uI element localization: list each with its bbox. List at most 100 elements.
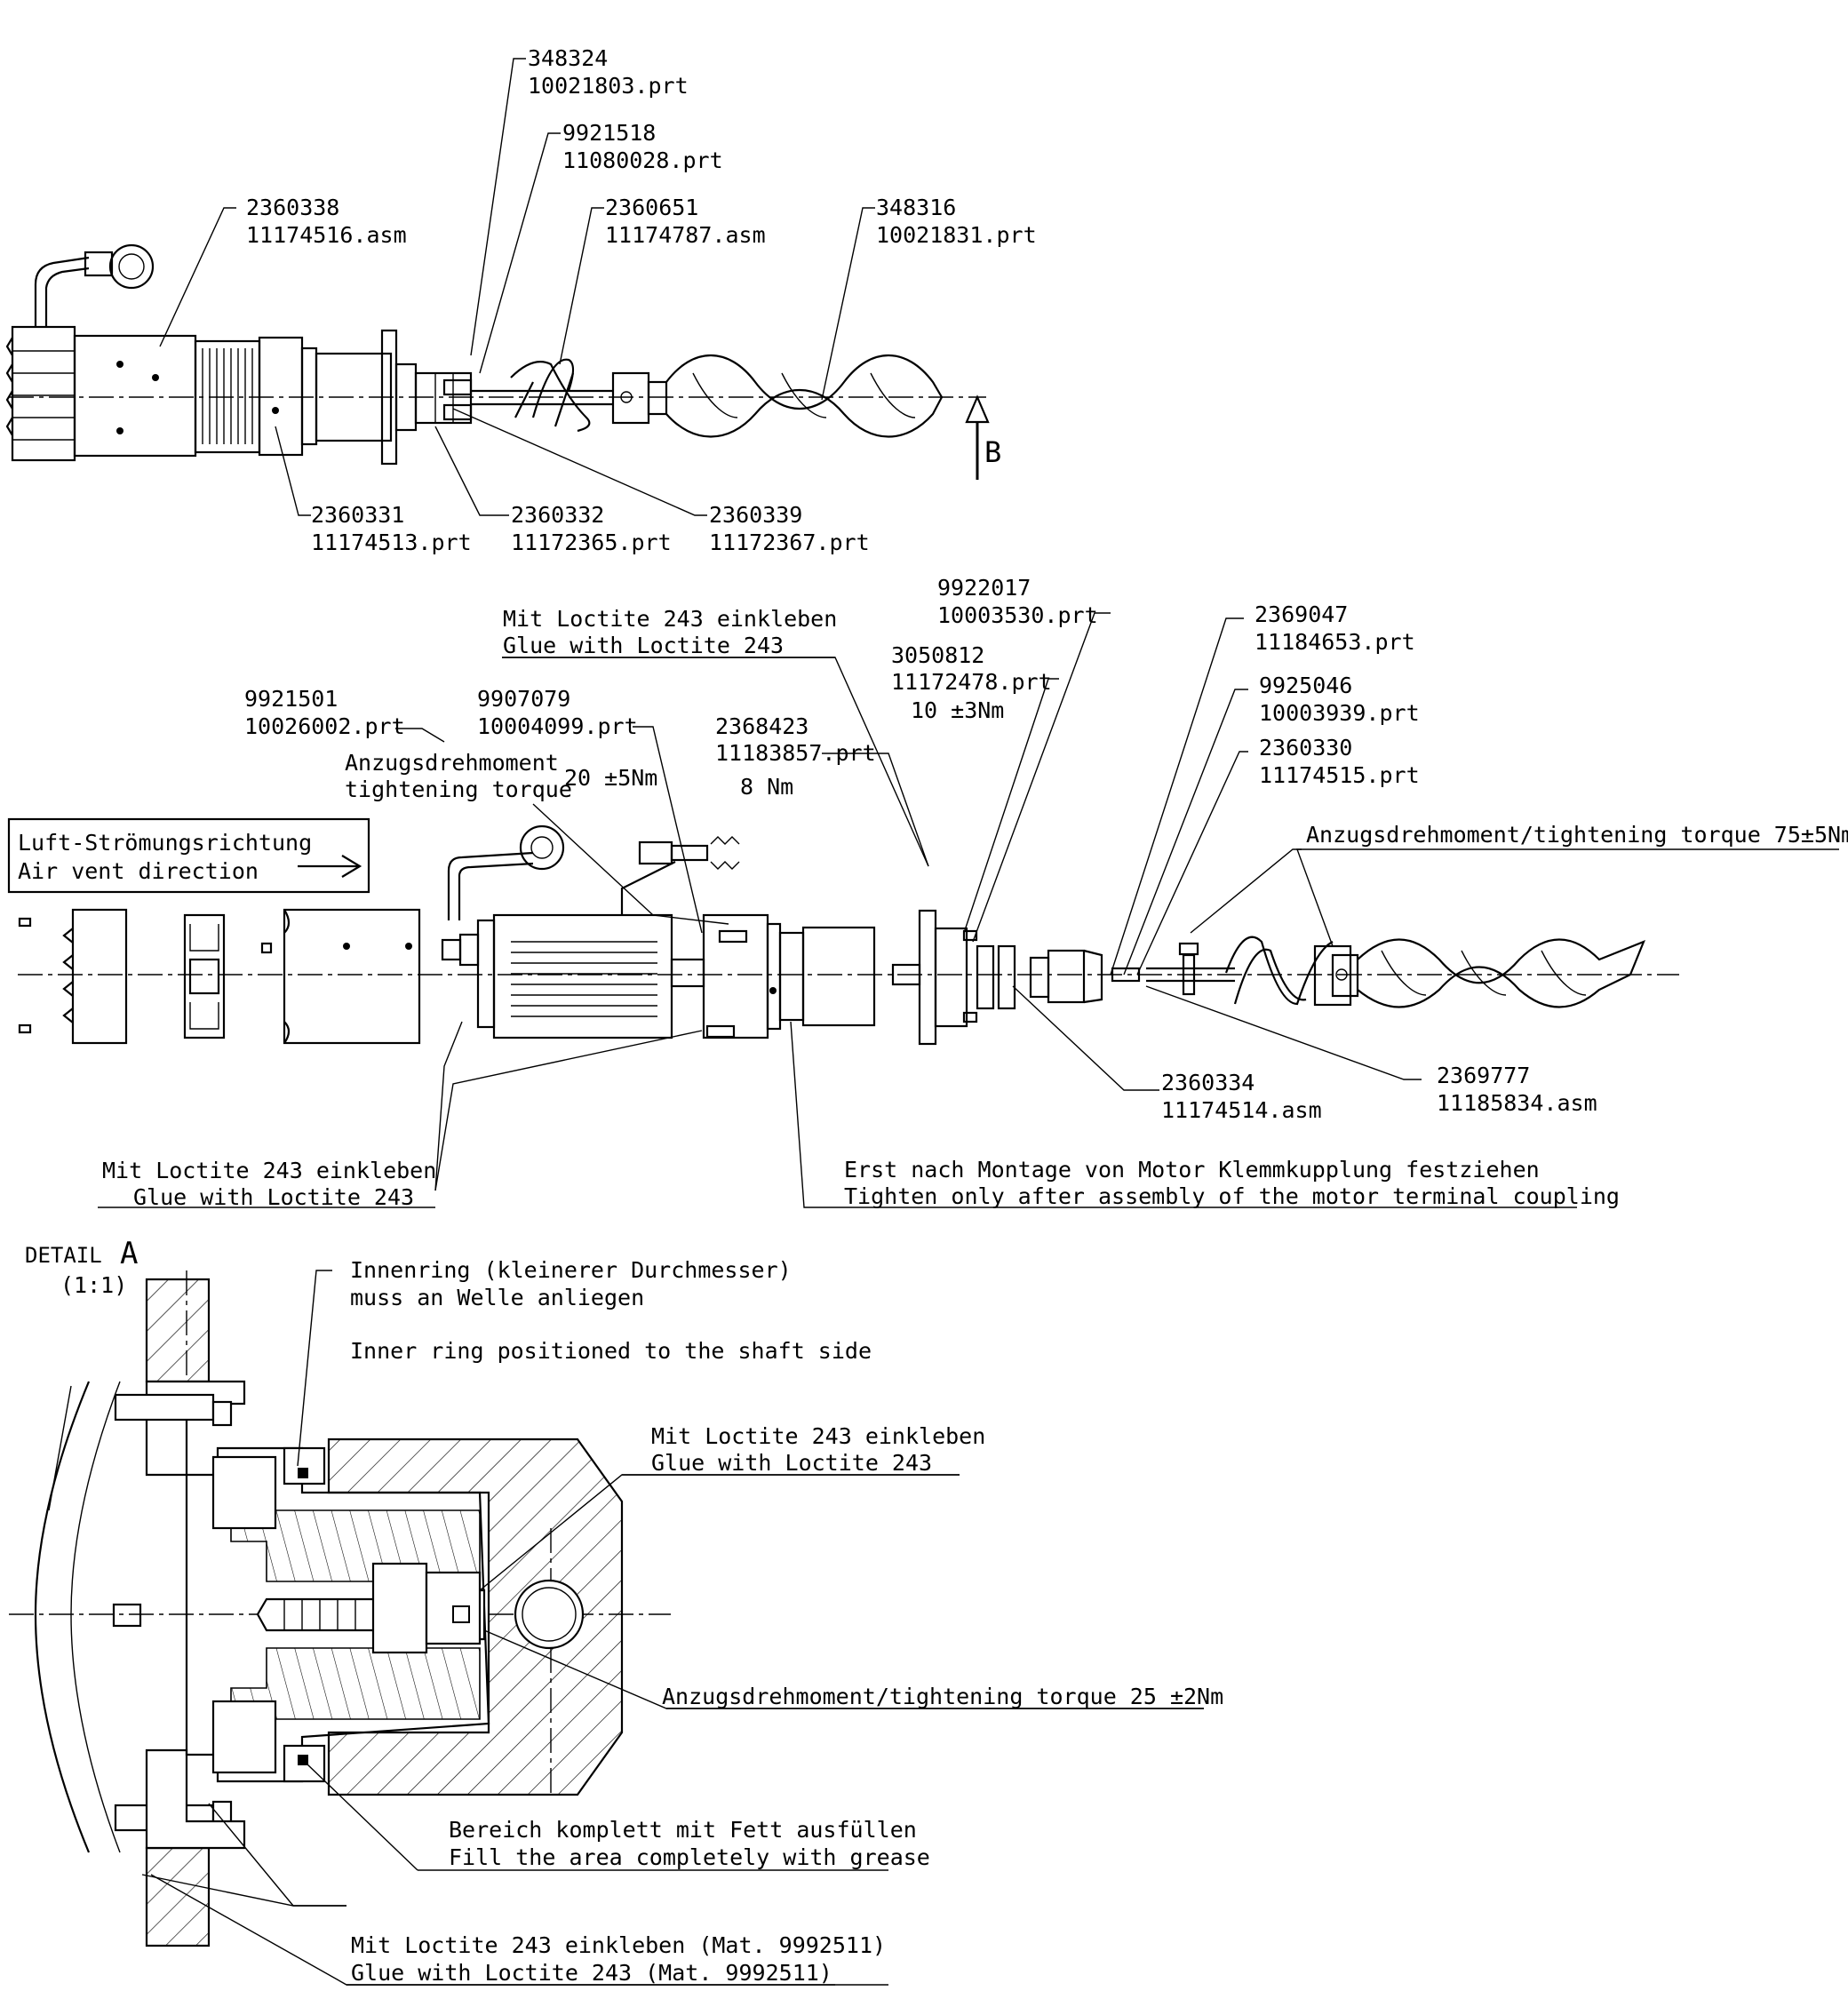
svg-text:11184653.prt: 11184653.prt: [1255, 629, 1415, 655]
svg-text:Glue with Loctite 243: Glue with Loctite 243: [651, 1450, 932, 1476]
top-label-9921518: 9921518 11080028.prt: [562, 120, 723, 173]
top-label-2360338: 2360338 11174516.asm: [246, 195, 407, 248]
top-feed-screw: [471, 358, 668, 433]
svg-text:9907079: 9907079: [477, 686, 570, 712]
svg-text:10 ±3Nm: 10 ±3Nm: [911, 697, 1004, 723]
exploded-feed-screw: [1146, 936, 1359, 1007]
label-2360334: 2360334 11174514.asm: [1161, 1070, 1322, 1123]
label-9907079: 9907079 10004099.prt: [477, 686, 638, 739]
label-2369777: 2369777 11185834.asm: [1437, 1063, 1597, 1116]
label-2368423: 2368423 11183857.prt 8 Nm: [715, 713, 876, 800]
svg-text:11174513.prt: 11174513.prt: [311, 530, 472, 555]
svg-text:348324: 348324: [528, 45, 608, 71]
top-motor: [5, 243, 418, 466]
svg-text:2360332: 2360332: [511, 502, 604, 528]
svg-text:2360338: 2360338: [246, 195, 339, 220]
svg-text:Fill the area completely with: Fill the area completely with grease: [449, 1844, 930, 1870]
detail-scale: (1:1): [60, 1272, 127, 1298]
svg-text:11172365.prt: 11172365.prt: [511, 530, 672, 555]
note-underlines: [98, 657, 1839, 1208]
svg-text:11172478.prt: 11172478.prt: [891, 669, 1052, 695]
svg-text:2360651: 2360651: [605, 195, 698, 220]
svg-text:3050812: 3050812: [891, 642, 984, 668]
svg-text:8 Nm: 8 Nm: [740, 774, 793, 800]
torque-note-25: Anzugsdrehmoment/tightening torque 25 ±2…: [662, 1684, 1223, 1709]
svg-text:2368423: 2368423: [715, 713, 808, 739]
svg-text:20 ±5Nm: 20 ±5Nm: [564, 765, 657, 791]
label-9922017: 9922017 10003530.prt: [937, 575, 1098, 628]
top-assembly-view: B 348324 10021803.prt 9921518 11080028.p…: [5, 45, 1037, 555]
exploded-mixing-helix: [1357, 938, 1645, 1008]
svg-text:11172367.prt: 11172367.prt: [709, 530, 870, 555]
label-2360330: 2360330 11174515.prt: [1259, 735, 1420, 788]
glue-note-bottom: Mit Loctite 243 einkleben Glue with Loct…: [102, 1158, 436, 1210]
detail-leaders: [48, 1270, 1204, 1986]
svg-text:10003530.prt: 10003530.prt: [937, 602, 1098, 628]
view-marker-b: B: [965, 394, 1001, 480]
svg-text:Tighten only after assembly of: Tighten only after assembly of the motor…: [844, 1183, 1620, 1209]
glue-note-top: Mit Loctite 243 einkleben Glue with Loct…: [503, 606, 837, 658]
top-coupling: [414, 371, 473, 425]
label-9925046: 9925046 10003939.prt: [1259, 673, 1420, 726]
svg-text:11174516.asm: 11174516.asm: [246, 222, 407, 248]
top-leaders: [159, 58, 875, 516]
svg-text:11174515.prt: 11174515.prt: [1259, 762, 1420, 788]
svg-text:11174514.asm: 11174514.asm: [1161, 1097, 1322, 1123]
torque-note-20: Anzugsdrehmoment tightening torque 20 ±5…: [345, 750, 657, 802]
detail-glue-note: Mit Loctite 243 einkleben Glue with Loct…: [651, 1423, 985, 1476]
svg-text:Anzugsdrehmoment: Anzugsdrehmoment: [345, 750, 559, 776]
top-label-348316: 348316 10021831.prt: [876, 195, 1037, 248]
svg-text:11183857.prt: 11183857.prt: [715, 740, 876, 766]
svg-text:9925046: 9925046: [1259, 673, 1352, 698]
svg-text:Anzugsdrehmoment/tightening to: Anzugsdrehmoment/tightening torque 75±5N…: [1306, 822, 1848, 848]
svg-text:Innenring (kleinerer Durchmess: Innenring (kleinerer Durchmesser): [350, 1257, 792, 1283]
detail-title: DETAIL: [25, 1243, 102, 1268]
air-direction-de: Luft-Strömungsrichtung: [18, 830, 312, 856]
svg-text:2369777: 2369777: [1437, 1063, 1530, 1088]
top-label-348324: 348324 10021803.prt: [528, 45, 689, 99]
svg-text:11080028.prt: 11080028.prt: [562, 147, 723, 173]
exploded-screws-left: [18, 917, 32, 1034]
exploded-fan-housing: [283, 908, 421, 1045]
svg-text:tightening torque: tightening torque: [345, 777, 572, 802]
exploded-bearing-parts: [976, 944, 1141, 1010]
svg-text:9922017: 9922017: [937, 575, 1031, 601]
svg-text:2360331: 2360331: [311, 502, 404, 528]
svg-text:Inner ring positioned to the s: Inner ring positioned to the shaft side: [350, 1338, 872, 1364]
svg-text:Erst nach Montage von Motor Kl: Erst nach Montage von Motor Klemmkupplun…: [844, 1157, 1540, 1183]
label-2369047: 2369047 11184653.prt: [1255, 601, 1415, 655]
svg-text:Glue with Loctite 243: Glue with Loctite 243: [503, 633, 784, 658]
exploded-fan: [183, 913, 226, 1039]
top-label-2360331: 2360331 11174513.prt: [311, 502, 472, 555]
svg-text:Mit Loctite 243 einkleben: Mit Loctite 243 einkleben: [651, 1423, 985, 1449]
top-label-2360332: 2360332 11172365.prt: [511, 502, 672, 555]
svg-text:muss an Welle anliegen: muss an Welle anliegen: [350, 1285, 644, 1310]
svg-text:10004099.prt: 10004099.prt: [477, 713, 638, 739]
svg-text:11174787.asm: 11174787.asm: [605, 222, 766, 248]
svg-text:10021831.prt: 10021831.prt: [876, 222, 1037, 248]
detail-letter: A: [120, 1236, 138, 1271]
svg-text:Mit Loctite 243 einkleben: Mit Loctite 243 einkleben: [102, 1158, 436, 1183]
svg-text:11185834.asm: 11185834.asm: [1437, 1090, 1597, 1116]
svg-text:Anzugsdrehmoment/tightening to: Anzugsdrehmoment/tightening torque 25 ±2…: [662, 1684, 1223, 1709]
exploded-view: Luft-Strömungsrichtung Air vent directio…: [7, 575, 1848, 1210]
detail-a: DETAIL A (1:1): [9, 1236, 1223, 1986]
grease-note: Bereich komplett mit Fett ausfüllen Fill…: [449, 1817, 930, 1870]
coupling-note: Erst nach Montage von Motor Klemmkupplun…: [844, 1157, 1620, 1209]
air-direction-box: Luft-Strömungsrichtung Air vent directio…: [7, 817, 370, 894]
svg-text:2369047: 2369047: [1255, 601, 1348, 627]
label-9921501: 9921501 10026002.prt: [244, 686, 405, 739]
top-label-2360339: 2360339 11172367.prt: [709, 502, 870, 555]
top-mixing-helix: [665, 354, 943, 438]
svg-text:Glue with Loctite 243 (Mat. 99: Glue with Loctite 243 (Mat. 9992511): [351, 1960, 832, 1986]
svg-text:10026002.prt: 10026002.prt: [244, 713, 405, 739]
svg-text:2360334: 2360334: [1161, 1070, 1255, 1095]
svg-text:Bereich komplett mit Fett ausf: Bereich komplett mit Fett ausfüllen: [449, 1817, 917, 1843]
svg-text:348316: 348316: [876, 195, 956, 220]
exploded-motor: [441, 824, 876, 1039]
svg-text:9921501: 9921501: [244, 686, 338, 712]
svg-text:2360339: 2360339: [709, 502, 802, 528]
svg-text:10003939.prt: 10003939.prt: [1259, 700, 1420, 726]
svg-text:Mit Loctite 243 einkleben (Mat: Mit Loctite 243 einkleben (Mat. 9992511): [351, 1932, 886, 1958]
